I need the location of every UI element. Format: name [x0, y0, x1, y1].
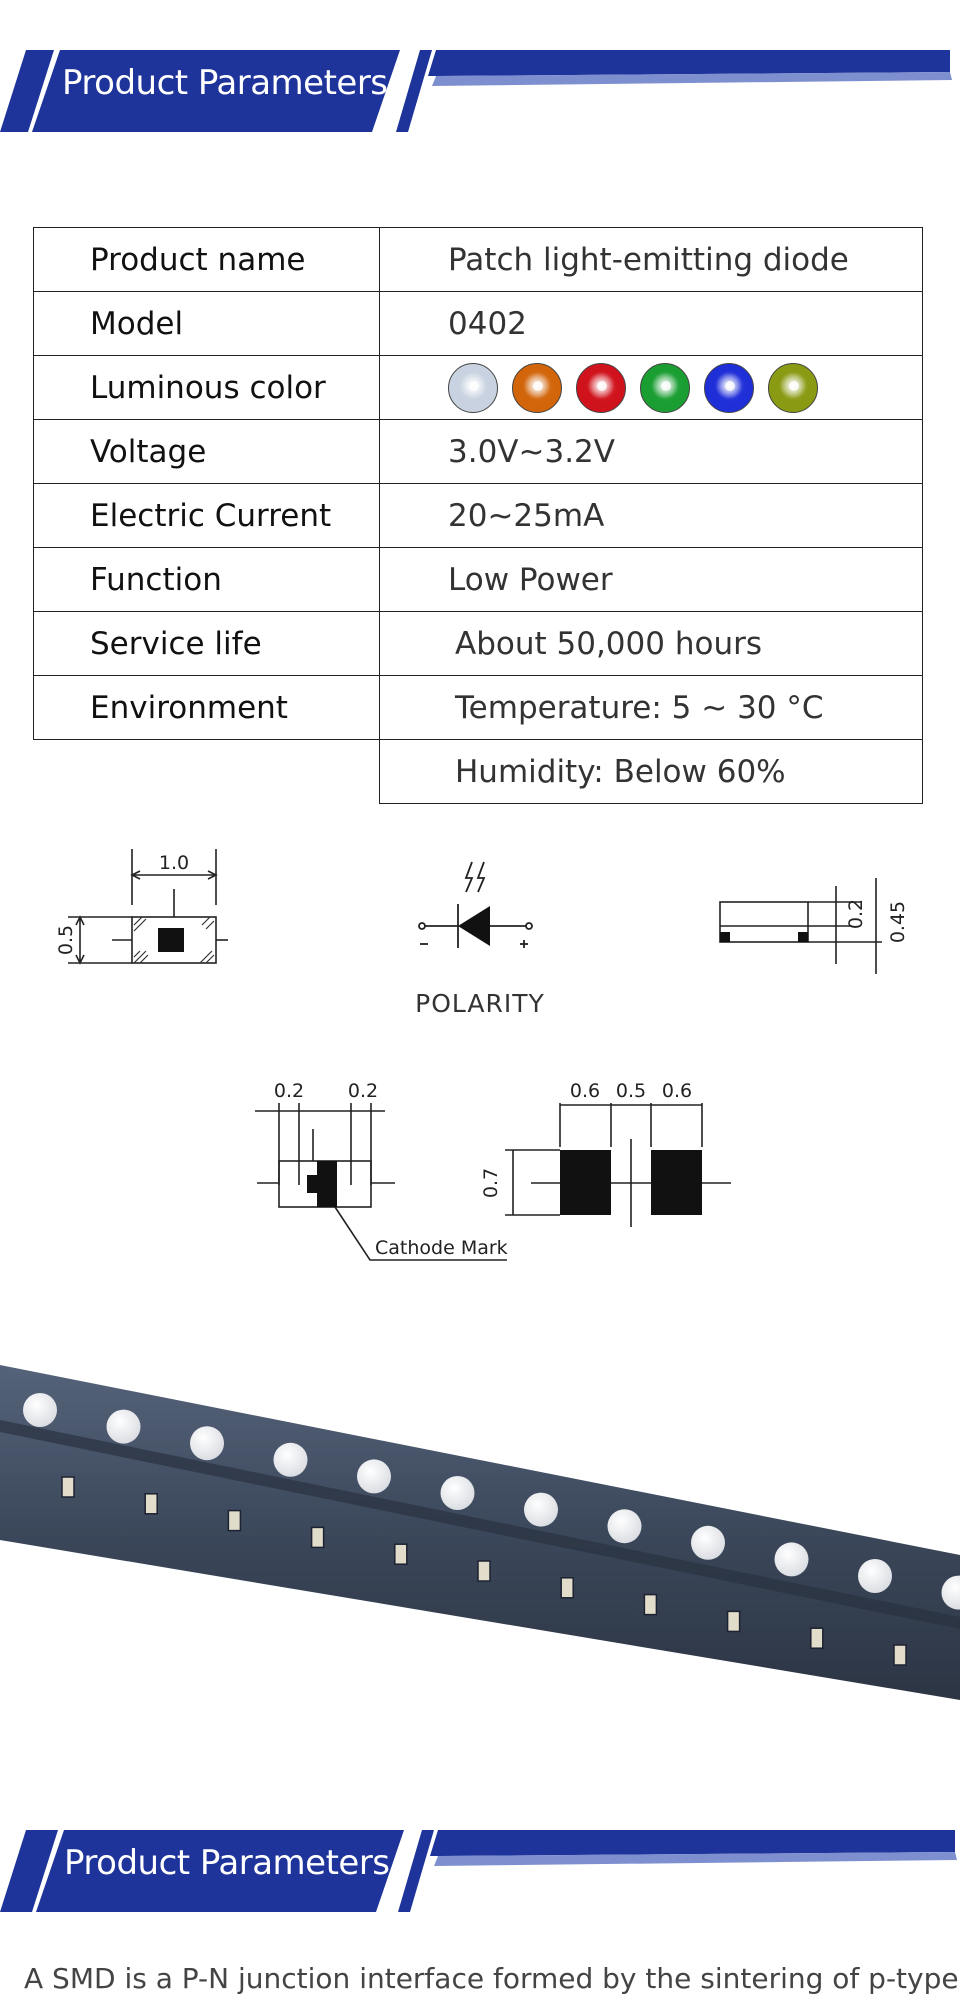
table-row: Environment Temperature: 5 ~ 30 °C [33, 675, 923, 740]
led-component [227, 1509, 242, 1532]
param-key: Product name [33, 227, 380, 292]
side-view-label-a: 0.2 [845, 899, 867, 929]
param-key: Electric Current [33, 483, 380, 548]
sprocket-hole [691, 1525, 725, 1560]
footprint-label-a: 0.6 [570, 1080, 600, 1102]
sprocket-hole [941, 1575, 960, 1610]
tape-sprocket-holes [23, 1393, 960, 1610]
led-component [144, 1493, 158, 1515]
side-view-drawing: 0.2 0.45 [719, 878, 909, 974]
sprocket-hole [524, 1492, 558, 1527]
led-component [893, 1644, 907, 1666]
polarity-caption: POLARITY [415, 989, 545, 1018]
table-row: Function Low Power [33, 547, 923, 612]
sprocket-hole [357, 1459, 391, 1494]
param-key: Service life [33, 611, 380, 676]
color-swatch-blue [704, 362, 754, 413]
footprint-label-height: 0.7 [480, 1168, 502, 1198]
param-value: Low Power [379, 547, 923, 612]
footprint-drawing: 0.6 0.5 0.6 0.7 [480, 1080, 731, 1227]
sprocket-hole [774, 1542, 809, 1577]
section-header-banner-2: Product Parameters [0, 1826, 960, 1916]
sprocket-hole [106, 1409, 141, 1444]
bottom-view-label-left: 0.2 [274, 1080, 304, 1102]
param-key: Voltage [33, 419, 380, 484]
sprocket-hole [607, 1509, 642, 1544]
led-component [394, 1543, 408, 1565]
footprint-label-b: 0.5 [616, 1080, 646, 1102]
table-row: Electric Current 20~25mA [33, 483, 923, 548]
top-view-height-label: 0.5 [55, 925, 77, 955]
footprint-label-c: 0.6 [662, 1080, 692, 1102]
param-value: About 50,000 hours [379, 611, 923, 676]
sprocket-hole [440, 1476, 475, 1510]
color-swatch-yellow-green [768, 362, 818, 413]
param-value: Patch light-emitting diode [379, 227, 923, 292]
param-value: 0402 [379, 291, 923, 356]
bottom-view-label-right: 0.2 [348, 1080, 378, 1102]
color-swatch-orange [512, 362, 562, 413]
color-swatch-white [448, 362, 498, 413]
section-header-banner: Product Parameters [0, 46, 960, 136]
sprocket-hole [190, 1426, 224, 1461]
sprocket-hole [23, 1393, 57, 1427]
sprocket-hole [273, 1442, 308, 1477]
led-tape-photo [0, 1365, 960, 1700]
parameters-table: Product name Patch light-emitting diode … [33, 227, 923, 804]
param-value: Humidity: Below 60% [379, 739, 923, 804]
section-title: Product Parameters [64, 1843, 390, 1883]
table-row: Luminous color [33, 355, 923, 420]
color-swatch-green [640, 362, 690, 413]
param-key: Function [33, 547, 380, 612]
color-swatch-red [576, 362, 626, 413]
banner-graphic [0, 50, 952, 132]
led-component [61, 1476, 75, 1498]
section-title: Product Parameters [62, 63, 388, 103]
led-component [810, 1627, 824, 1649]
side-view-label-b: 0.45 [887, 901, 909, 943]
table-row: Voltage 3.0V~3.2V [33, 419, 923, 484]
sprocket-hole [858, 1559, 892, 1593]
param-key: Luminous color [33, 355, 380, 420]
banner-graphic [0, 1830, 957, 1912]
luminous-color-swatches [448, 362, 922, 413]
param-value [379, 355, 923, 420]
bottom-view-drawing: 0.2 0.2 Cathode Mark [255, 1080, 508, 1261]
param-value: 20~25mA [379, 483, 923, 548]
param-key [33, 739, 380, 804]
polarity-symbol-drawing: POLARITY [415, 861, 545, 1018]
tape-led-components [61, 1476, 907, 1666]
table-row: Humidity: Below 60% [33, 739, 923, 804]
top-view-drawing: 1.0 0.5 [55, 849, 228, 965]
param-value: 3.0V~3.2V [379, 419, 923, 484]
param-value: Temperature: 5 ~ 30 °C [379, 675, 923, 740]
led-component [643, 1593, 658, 1616]
led-component [477, 1560, 491, 1582]
cathode-mark-label: Cathode Mark [375, 1237, 508, 1259]
led-component [560, 1577, 574, 1599]
table-row: Model 0402 [33, 291, 923, 356]
description-text: A SMD is a P-N junction interface formed… [24, 1962, 959, 1995]
table-row: Product name Patch light-emitting diode [33, 227, 923, 292]
param-key: Environment [33, 675, 380, 740]
param-key: Model [33, 291, 380, 356]
led-component [310, 1526, 325, 1549]
top-view-width-label: 1.0 [159, 852, 189, 874]
table-row: Service life About 50,000 hours [33, 611, 923, 676]
led-component [726, 1610, 741, 1633]
